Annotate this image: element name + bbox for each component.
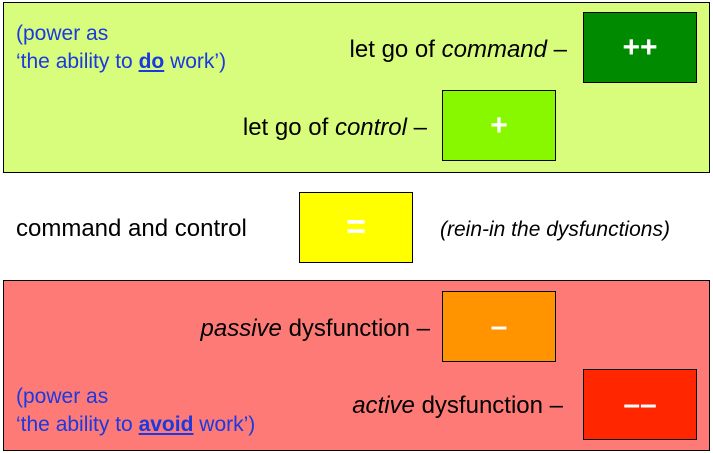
rein-in-note: (rein-in the dysfunctions) — [440, 218, 670, 241]
let-go-of-command-label: let go of command – — [349, 36, 567, 63]
minus-box: – — [442, 291, 556, 362]
command-and-control-label: command and control — [16, 215, 247, 242]
double-minus-box: –– — [583, 369, 697, 440]
bottom-note-emphasis: avoid — [138, 413, 194, 436]
equal-box: = — [299, 192, 413, 263]
bottom-note-line1: (power as — [16, 385, 109, 408]
top-note-line1: (power as — [16, 22, 109, 45]
let-go-of-control-label: let go of control – — [242, 114, 427, 141]
top-note: (power as ‘the ability to do work’) — [16, 20, 226, 76]
top-note-line2: ‘the ability to do work’) — [16, 50, 227, 73]
bottom-note: (power as ‘the ability to avoid work’) — [16, 383, 255, 439]
bottom-note-line2: ‘the ability to avoid work’) — [16, 413, 256, 436]
passive-dysfunction-label: passive dysfunction – — [200, 315, 430, 342]
top-note-emphasis: do — [138, 50, 165, 73]
plus-box: + — [442, 90, 556, 161]
active-dysfunction-label: active dysfunction – — [352, 392, 563, 419]
double-plus-box: ++ — [583, 12, 697, 83]
